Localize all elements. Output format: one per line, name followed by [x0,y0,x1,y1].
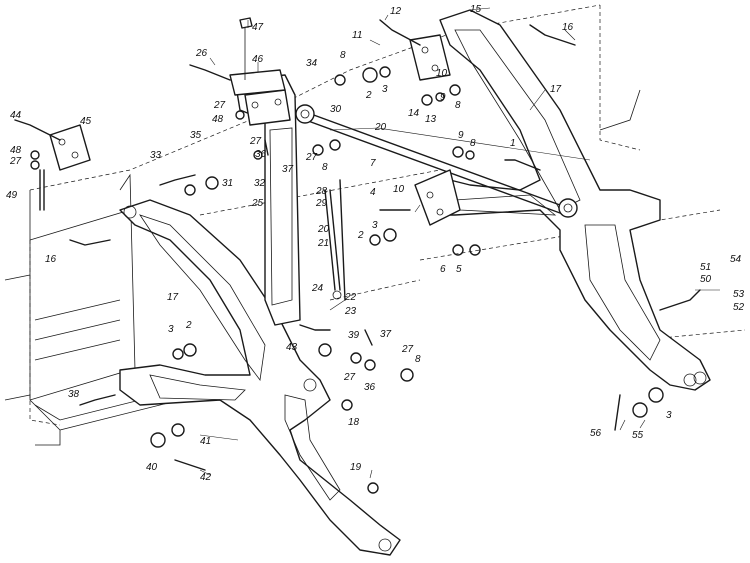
callout-11: 11 [352,30,362,41]
callout-42: 42 [200,472,212,483]
callout-21: 21 [317,238,329,249]
callout-35: 35 [190,130,202,141]
callout-29: 29 [315,198,328,209]
callout-50: 50 [700,274,712,285]
callout-37: 37 [282,164,294,175]
callout-37: 37 [380,329,392,340]
callout-53: 53 [733,289,745,300]
callout-12: 12 [390,6,402,17]
callout-16: 16 [562,22,574,33]
callout-47: 47 [252,22,264,33]
callout-28: 28 [315,186,328,197]
callout-27: 27 [305,152,318,163]
callout-8: 8 [322,162,328,173]
callout-25: 25 [251,198,264,209]
callout-8: 8 [340,50,346,61]
callout-3: 3 [382,84,388,95]
callout-6: 6 [440,264,446,275]
right-mount-plate [409,34,461,226]
callout-43: 43 [286,342,298,353]
callout-17: 17 [167,292,179,303]
callout-labels: 47 12 15 16 11 26 46 34 8 2 3 10 9 8 17 … [6,4,745,483]
callout-5: 5 [456,264,462,275]
callout-9: 9 [458,130,464,141]
callout-3: 3 [372,220,378,231]
callout-32: 32 [254,178,266,189]
callout-33: 33 [150,150,162,161]
callout-15: 15 [470,4,482,15]
callout-24: 24 [311,283,324,294]
callout-9: 9 [440,92,446,103]
callout-36: 36 [255,149,267,160]
callout-36: 36 [364,382,376,393]
callout-40: 40 [146,462,158,473]
callout-2: 2 [365,90,372,101]
callout-10: 10 [436,68,448,79]
callout-27: 27 [343,372,356,383]
callout-1: 1 [510,138,516,149]
callout-2: 2 [357,230,364,241]
callout-14: 14 [408,108,420,119]
callout-38: 38 [68,389,80,400]
callout-16: 16 [45,254,57,265]
leader-lines [199,7,720,479]
callout-20: 20 [317,224,330,235]
callout-23: 23 [344,306,357,317]
callout-39: 39 [348,330,360,341]
callout-22: 22 [344,292,357,303]
callout-17: 17 [550,84,562,95]
callout-45: 45 [80,116,92,127]
callout-2: 2 [185,320,192,331]
callout-48: 48 [212,114,224,125]
callout-48: 48 [10,145,22,156]
callout-30: 30 [330,104,342,115]
callout-54: 54 [730,254,742,265]
callout-3: 3 [666,410,672,421]
callout-7: 7 [370,158,376,169]
callout-41: 41 [200,436,211,447]
callout-4: 4 [370,187,376,198]
callout-27: 27 [9,156,22,167]
callout-8: 8 [415,354,421,365]
callout-18: 18 [348,417,360,428]
fasteners [14,19,701,494]
vertical-links [324,179,346,301]
callout-51: 51 [700,262,711,273]
callout-34: 34 [306,58,318,69]
callout-13: 13 [425,114,437,125]
callout-20: 20 [374,122,387,133]
callout-27: 27 [213,100,226,111]
callout-56: 56 [590,428,602,439]
left-small-bracket [39,124,91,211]
callout-27: 27 [401,344,414,355]
callout-27: 27 [249,136,262,147]
callout-3: 3 [168,324,174,335]
tie-rod [295,104,578,218]
callout-31: 31 [222,178,233,189]
center-vertical-bracket [229,17,301,326]
callout-52: 52 [733,302,745,313]
left-arch-bracket [119,199,401,556]
callout-8: 8 [470,138,476,149]
callout-55: 55 [632,430,644,441]
callout-49: 49 [6,190,18,201]
callout-19: 19 [350,462,362,473]
callout-10: 10 [393,184,405,195]
callout-44: 44 [10,110,22,121]
callout-46: 46 [252,54,264,65]
callout-26: 26 [195,48,208,59]
callout-8: 8 [455,100,461,111]
